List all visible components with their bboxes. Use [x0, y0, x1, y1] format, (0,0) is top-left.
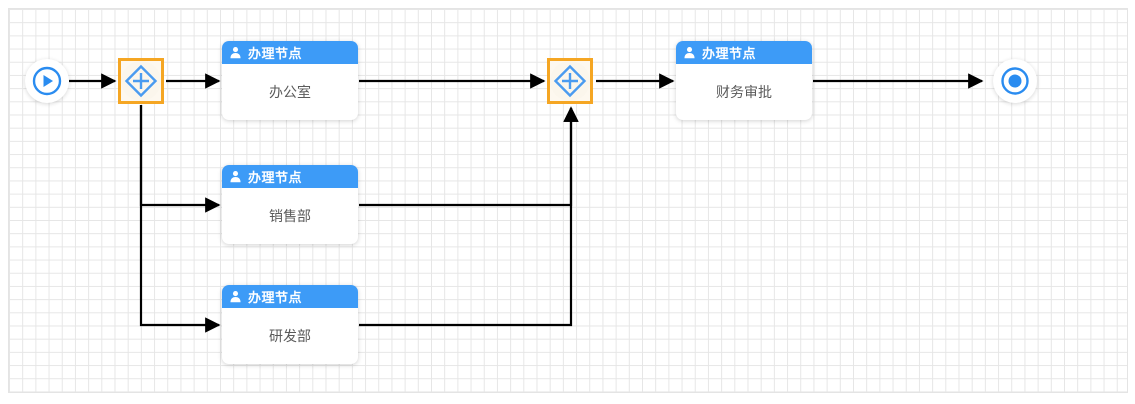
start-event[interactable] — [25, 59, 69, 103]
task-rd[interactable]: 办理节点 研发部 — [222, 285, 358, 364]
edge-gateway-to-sales — [139, 105, 221, 213]
task-header: 办理节点 — [222, 285, 358, 308]
person-icon — [229, 170, 242, 183]
gateway-circle — [550, 61, 590, 101]
end-event[interactable] — [993, 59, 1037, 103]
task-header-label: 办理节点 — [248, 47, 303, 62]
task-label: 研发部 — [269, 329, 311, 345]
task-finance[interactable]: 办理节点 财务审批 — [676, 41, 812, 120]
plus-diamond-icon — [553, 64, 587, 98]
task-header-label: 办理节点 — [702, 47, 757, 62]
task-header-label: 办理节点 — [248, 171, 303, 186]
task-label: 销售部 — [269, 209, 311, 225]
edge-rd-to-gateway — [359, 106, 579, 327]
task-label: 财务审批 — [716, 85, 772, 101]
play-icon — [32, 66, 62, 96]
gateway-join[interactable] — [547, 58, 593, 104]
gateway-circle — [121, 61, 161, 101]
plus-diamond-icon — [124, 64, 158, 98]
task-label: 办公室 — [269, 85, 311, 101]
person-icon — [683, 46, 696, 59]
person-icon — [229, 46, 242, 59]
task-header: 办理节点 — [222, 165, 358, 188]
stop-circle-icon — [1001, 67, 1029, 95]
edge-sales-to-gateway — [359, 106, 579, 207]
gateway-split[interactable] — [118, 58, 164, 104]
task-header: 办理节点 — [676, 41, 812, 64]
task-header-label: 办理节点 — [248, 291, 303, 306]
task-office[interactable]: 办理节点 办公室 — [222, 41, 358, 120]
task-header: 办理节点 — [222, 41, 358, 64]
edge-gateway-to-rd — [139, 105, 221, 333]
task-sales[interactable]: 办理节点 销售部 — [222, 165, 358, 244]
person-icon — [229, 290, 242, 303]
